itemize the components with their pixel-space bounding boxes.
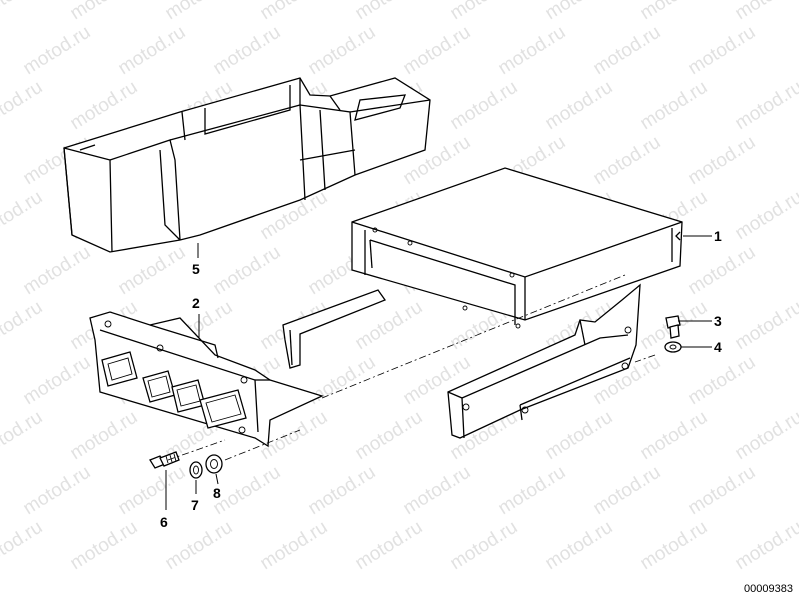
watermark-text: motod.ru [210, 22, 285, 80]
watermark-text: motod.ru [20, 462, 95, 520]
watermark-text: motod.ru [732, 297, 799, 355]
watermark-text: motod.ru [115, 462, 190, 520]
watermark-text: motod.ru [447, 0, 522, 24]
assembly-center-lines [167, 274, 656, 461]
watermark-text: motod.ru [20, 242, 95, 300]
callout-8: 8 [213, 485, 221, 501]
watermark-text: motod.ru [732, 187, 799, 245]
watermark-text: motod.ru [637, 517, 712, 575]
part-1-control-unit-housing [351, 167, 683, 329]
callout-4: 4 [714, 339, 722, 355]
drawing-number: 00009383 [744, 583, 793, 595]
watermark-text: motod.ru [732, 517, 799, 575]
callout-3: 3 [714, 313, 722, 329]
watermark-text: motod.ru [305, 22, 380, 80]
watermark-text: motod.ru [542, 517, 617, 575]
watermark-text: motod.ru [257, 517, 332, 575]
watermark-text: motod.ru [352, 407, 427, 465]
watermark-text: motod.ru [115, 242, 190, 300]
watermark-text: motod.ru [352, 0, 427, 24]
part-4-washer [664, 341, 682, 353]
mounting-bracket [282, 283, 641, 439]
connector-socket [101, 351, 138, 387]
watermark-text: motod.ru [0, 0, 46, 24]
watermark-text: motod.ru [162, 0, 237, 24]
watermark-text: motod.ru [67, 517, 142, 575]
watermark-text: motod.ru [20, 22, 95, 80]
watermark-text: motod.ru [685, 242, 760, 300]
watermark-text: motod.ru [210, 242, 285, 300]
watermark-text: motod.ru [495, 462, 570, 520]
part-2-connector-plate [89, 311, 324, 448]
watermark-text: motod.ru [732, 0, 799, 24]
watermark-text: motod.ru [305, 462, 380, 520]
watermark-text: motod.ru [732, 77, 799, 135]
watermark-text: motod.ru [0, 297, 46, 355]
callout-5: 5 [192, 261, 200, 277]
leader-lines [165, 235, 712, 510]
watermark-text: motod.ru [352, 517, 427, 575]
watermark-text: motod.ru [685, 462, 760, 520]
callout-2: 2 [192, 295, 200, 311]
watermark-text: motod.ru [685, 22, 760, 80]
callout-7: 7 [191, 497, 199, 513]
part-7-spring-washer [189, 461, 203, 479]
watermark-text: motod.ru [67, 77, 142, 135]
watermark-text: motod.ru [67, 407, 142, 465]
part-5-foam-tray [63, 77, 431, 253]
watermark-text: motod.ru [637, 0, 712, 24]
part-3-screw [665, 315, 681, 339]
watermark-text: motod.ru [0, 517, 46, 575]
watermark-text: motod.ru [542, 407, 617, 465]
callout-1: 1 [714, 228, 722, 244]
part-8-washer [205, 454, 223, 474]
watermark-text: motod.ru [542, 77, 617, 135]
watermark-text: motod.ru [542, 0, 617, 24]
watermark-text: motod.ru [732, 407, 799, 465]
watermark-text: motod.ru [447, 517, 522, 575]
watermark-text: motod.ru [0, 187, 46, 245]
part-6-bolt [149, 451, 180, 469]
callout-labels: 1 2 3 4 5 6 7 8 [160, 228, 722, 530]
watermark-text: motod.ru [0, 407, 46, 465]
watermark-text: motod.ru [590, 462, 665, 520]
watermark-text: motod.ru [590, 22, 665, 80]
watermark-text: motod.ru [685, 132, 760, 190]
watermark-text: motod.ru [257, 0, 332, 24]
watermark-text: motod.ru [400, 462, 475, 520]
watermark-text: motod.ru [162, 517, 237, 575]
watermark-text: motod.ru [400, 22, 475, 80]
watermark-text: motod.ru [115, 22, 190, 80]
watermark-text: motod.ru [637, 407, 712, 465]
watermark-text: motod.ru [637, 77, 712, 135]
watermark-text: motod.ru [495, 22, 570, 80]
watermark-text: motod.ru [20, 352, 95, 410]
connector-socket [199, 389, 247, 429]
watermark-text: motod.ru [0, 77, 46, 135]
watermark-text: motod.ru [685, 352, 760, 410]
callout-6: 6 [160, 514, 168, 530]
watermark-text: motod.ru [67, 0, 142, 24]
watermark-text: motod.ru [447, 77, 522, 135]
watermark-text: motod.ru [590, 132, 665, 190]
watermark-text: motod.ru [305, 352, 380, 410]
